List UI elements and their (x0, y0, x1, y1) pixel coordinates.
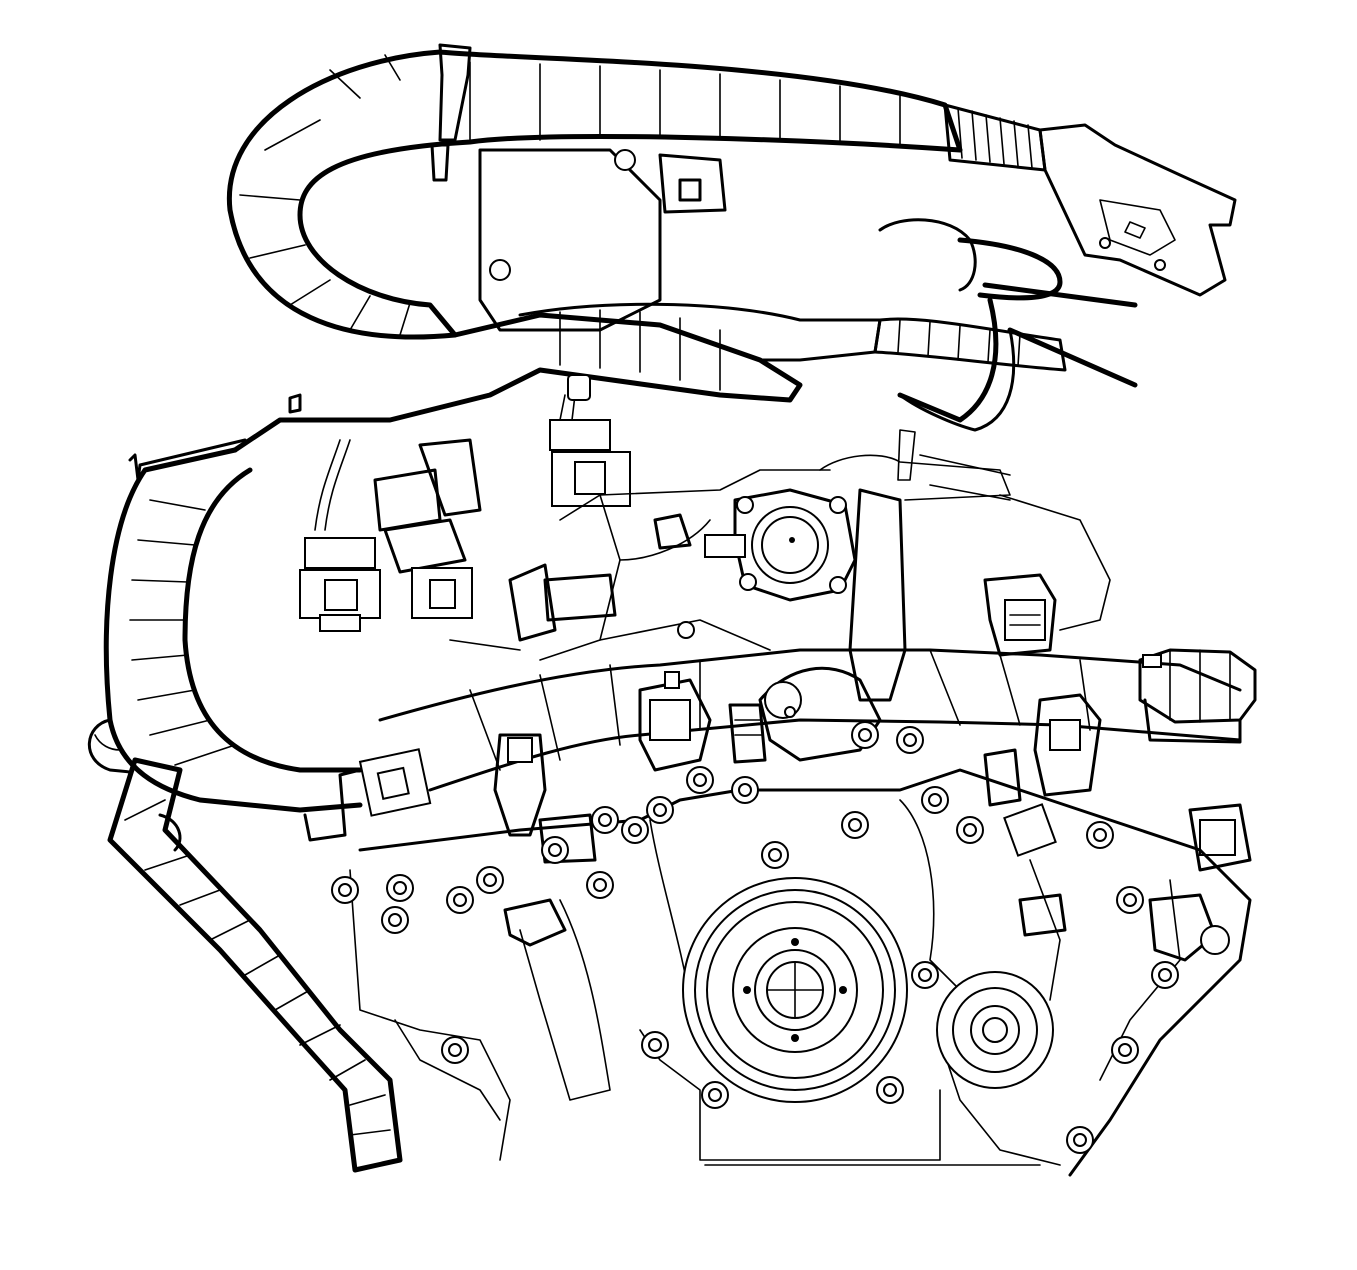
bolt-center (338, 883, 352, 897)
bolt-center (928, 793, 942, 807)
bolt-center (883, 1083, 897, 1097)
idler-pulley (936, 971, 1054, 1089)
fuel-injector-left-3 (728, 703, 767, 764)
harness-brackets (478, 148, 1230, 962)
fuel-injector-right-1 (1003, 693, 1102, 857)
bolt-center (1093, 828, 1107, 842)
bolt-center (858, 728, 872, 742)
electrical-connector-d (303, 748, 432, 842)
fuel-injector-left-1 (638, 671, 712, 772)
bolt-center (598, 813, 612, 827)
bolt-center (903, 733, 917, 747)
bolt-center (1123, 893, 1137, 907)
main-harness-trunk (87, 302, 882, 813)
electrical-connector-a (299, 439, 381, 632)
bolt-center (708, 1088, 722, 1102)
right-harness-branch (873, 218, 1138, 432)
bolt-center (1073, 1133, 1087, 1147)
bolt-center (963, 823, 977, 837)
bolt-center (388, 913, 402, 927)
electrical-connector-b (373, 438, 482, 619)
bolt-center (393, 881, 407, 895)
bolt-center (653, 803, 667, 817)
bolt-center (648, 1038, 662, 1052)
bolt-center (453, 893, 467, 907)
bolt-center (848, 818, 862, 832)
electrical-connector-c (549, 374, 631, 507)
bolt-center (448, 1043, 462, 1057)
bolt-center (483, 873, 497, 887)
bolt-center (548, 843, 562, 857)
bolt-center (738, 783, 752, 797)
bolt-center (593, 878, 607, 892)
bolt-center (1118, 1043, 1132, 1057)
upper-harness-loop (226, 43, 1237, 340)
bolt-center (693, 773, 707, 787)
fuel-injector-right-3 (983, 748, 1022, 807)
fuel-rail-crossover (378, 648, 1242, 792)
bolt-center (918, 968, 932, 982)
bolt-center (768, 848, 782, 862)
fuel-injector-right-2 (1188, 803, 1252, 872)
oil-filler-cap (1138, 648, 1257, 744)
bolt-center (628, 823, 642, 837)
throttle-body (704, 488, 857, 602)
bolt-center (1158, 968, 1172, 982)
mounting-bolts (331, 721, 1179, 1154)
lower-left-conduit (107, 757, 403, 1173)
crankshaft-balancer (682, 877, 908, 1103)
